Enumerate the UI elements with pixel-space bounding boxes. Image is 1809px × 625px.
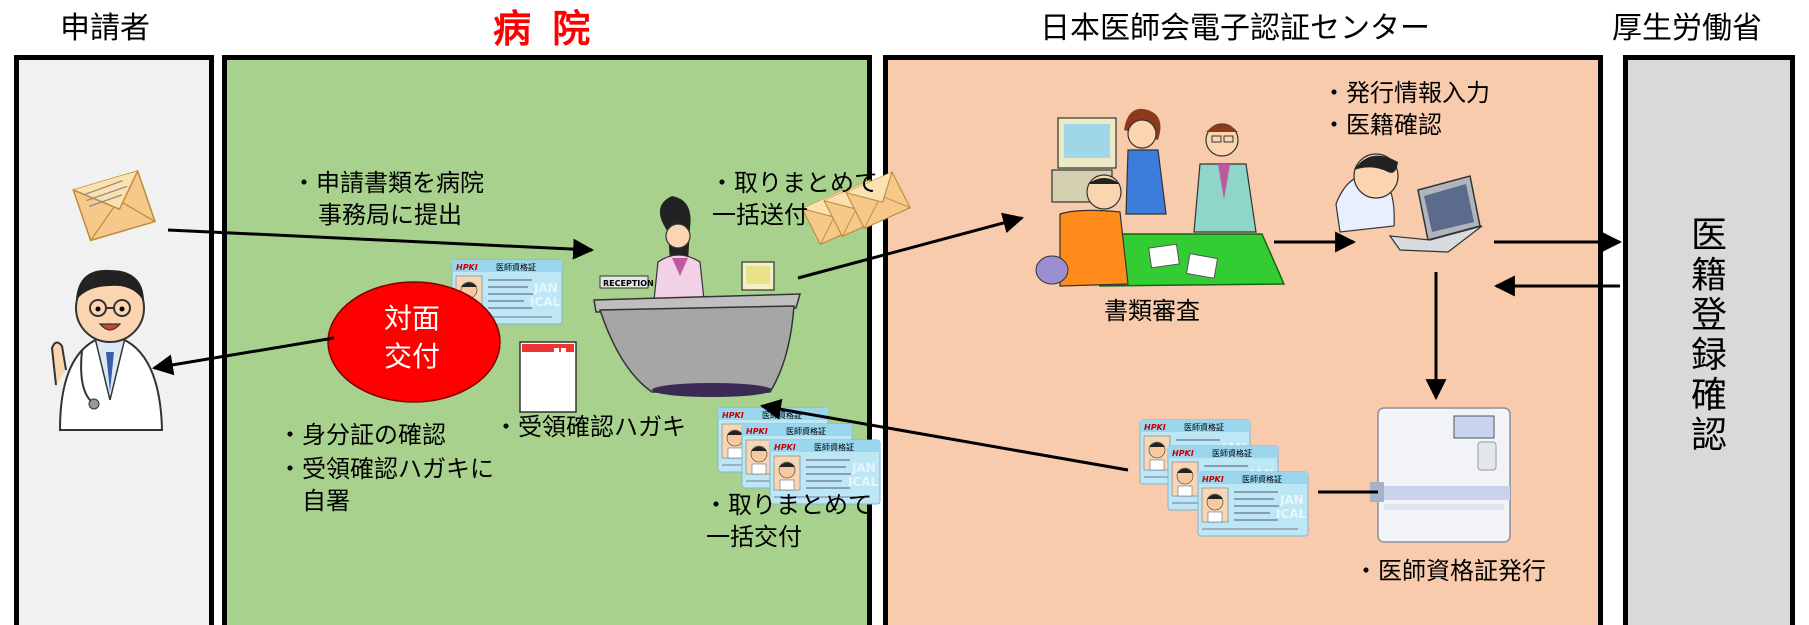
doctor-icon <box>50 269 164 431</box>
operator-laptop-icon <box>1335 153 1483 253</box>
mhlw-lane <box>1623 55 1795 625</box>
bundle-deliver-note-line1: ・取りまとめて <box>704 491 872 519</box>
mhlw-vertical-char: 登 <box>1690 295 1727 336</box>
doc-review-label: 書類審査 <box>1104 297 1200 325</box>
arrow-handover <box>151 336 335 376</box>
mhlw-vertical-char: 確 <box>1690 375 1727 416</box>
id-check-note: ・身分証の確認 <box>278 421 446 449</box>
center-column-title: 日本医師会電子認証センター <box>1040 11 1430 46</box>
face-to-face-oval <box>327 281 501 403</box>
mhlw-vertical-char: 籍 <box>1690 255 1727 296</box>
submit-note-line1: ・申請書類を病院 <box>292 169 484 197</box>
reception-desk-icon: RECEPTION <box>593 261 802 397</box>
mhlw-vertical-char: 録 <box>1690 335 1727 376</box>
arrow-bundle-send <box>797 212 1025 280</box>
review-team-icon <box>1035 108 1286 287</box>
reception-staff-icon <box>653 196 705 301</box>
reception-sign-text: RECEPTION <box>603 279 654 288</box>
hospital-column-title: 病 院 <box>493 7 595 51</box>
arrow-submit <box>167 228 595 260</box>
application-envelope-icon <box>71 169 158 243</box>
bundle-send-note-line1: ・取りまとめて <box>710 169 878 197</box>
sign-note-line1: ・受領確認ハガキに <box>278 455 494 483</box>
mhlw-vertical-char: 認 <box>1690 415 1727 456</box>
mhlw-vertical-char: 医 <box>1690 215 1727 256</box>
applicant-column-title: 申請者 <box>60 11 150 46</box>
mhlw-column-title: 厚生労働省 <box>1612 11 1762 46</box>
receipt-postcard-label: ・受領確認ハガキ <box>494 413 686 441</box>
face-to-face-label-line2: 交付 <box>384 340 441 373</box>
card-printer-icon <box>1370 407 1511 543</box>
receipt-postcard-icon <box>519 341 577 413</box>
input-note-line1: ・発行情報入力 <box>1322 79 1490 107</box>
bundle-send-note-line2: 一括送付 <box>712 201 808 229</box>
input-note-line2: ・医籍確認 <box>1322 111 1442 139</box>
issued-cards-icon <box>1139 419 1309 537</box>
flow-arrows <box>151 212 1623 494</box>
mhlw-vertical-label: 医籍登録確認 <box>1684 216 1734 456</box>
face-to-face-label-line1: 対面 <box>384 302 441 335</box>
submit-note-line2: 事務局に提出 <box>318 201 462 229</box>
bundle-deliver-note-line2: 一括交付 <box>706 523 802 551</box>
arrow-return-cards <box>759 398 1129 472</box>
sign-note-line2: 自署 <box>302 487 350 515</box>
issue-note: ・医師資格証発行 <box>1354 557 1546 585</box>
